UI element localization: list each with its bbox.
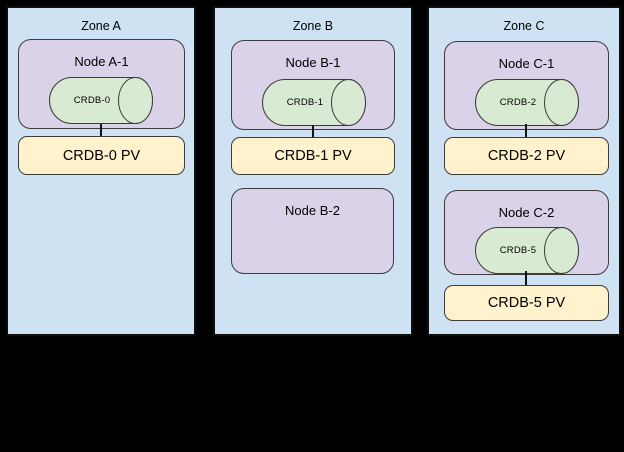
- node-c2-label: Node C-2: [498, 205, 555, 220]
- crdb-5-pod: CRDB-5: [475, 227, 579, 274]
- crdb-1-pv-label: CRDB-1 PV: [274, 148, 352, 164]
- node-b2: Node B-2: [231, 188, 394, 274]
- node-c1-label: Node C-1: [498, 56, 555, 71]
- crdb-2-pv-box: CRDB-2 PV: [444, 137, 609, 175]
- database-cylinder-icon: [49, 77, 153, 124]
- crdb-5-pv-label: CRDB-5 PV: [487, 295, 566, 311]
- crdb-2-pv-label: CRDB-2 PV: [487, 148, 566, 164]
- crdb-1-pv-box: CRDB-1 PV: [231, 137, 395, 175]
- database-cylinder-icon: [475, 227, 579, 274]
- connector-line: [525, 271, 527, 286]
- zone-a-label: Zone A: [81, 19, 121, 33]
- crdb-1-pod-label: CRDB-1: [286, 97, 324, 108]
- node-b1: Node B-1 CRDB-1: [231, 40, 395, 130]
- crdb-2-pod-label: CRDB-2: [499, 97, 537, 108]
- crdb-0-pv-box: CRDB-0 PV: [18, 136, 185, 175]
- connector-line: [100, 124, 102, 137]
- database-cylinder-icon: [262, 79, 366, 126]
- node-c2: Node C-2 CRDB-5: [444, 190, 609, 275]
- connector-line: [312, 125, 314, 138]
- crdb-5-pv-box: CRDB-5 PV: [444, 285, 609, 321]
- database-cylinder-icon: [475, 79, 579, 126]
- node-b1-label: Node B-1: [285, 55, 341, 70]
- node-a1-label: Node A-1: [74, 54, 129, 69]
- crdb-0-pod: CRDB-0: [49, 77, 153, 124]
- zone-c-label: Zone C: [503, 19, 545, 33]
- node-a1: Node A-1 CRDB-0: [18, 39, 185, 129]
- node-c1: Node C-1 CRDB-2: [444, 41, 609, 130]
- zone-b-label: Zone B: [292, 19, 334, 33]
- crdb-0-pv-label: CRDB-0 PV: [62, 147, 141, 164]
- zone-b: Zone B Node B-1 CRDB-1 CRDB-1 PV Node B-…: [213, 6, 413, 336]
- zone-a: Zone A Node A-1 CRDB-0 CRDB-0 PV: [6, 6, 196, 336]
- connector-line: [525, 124, 527, 138]
- crdb-0-pod-label: CRDB-0: [73, 95, 111, 106]
- node-b2-label: Node B-2: [285, 203, 340, 218]
- crdb-5-pod-label: CRDB-5: [499, 245, 537, 256]
- crdb-2-pod: CRDB-2: [475, 79, 579, 126]
- zone-c: Zone C Node C-1 CRDB-2 CRDB-2 PV Node C-…: [427, 6, 621, 336]
- crdb-1-pod: CRDB-1: [262, 79, 366, 126]
